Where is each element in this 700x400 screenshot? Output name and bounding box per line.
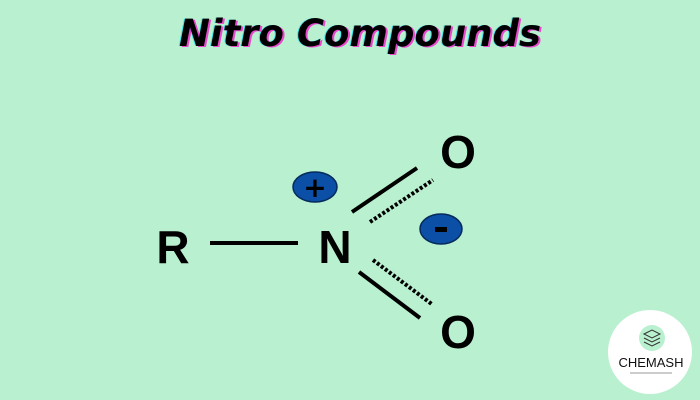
page-title: Nitro Compounds [178,12,542,55]
bond-n-o-top-solid [350,166,419,214]
stacked-layers-icon [642,329,662,347]
chemash-logo: CHEMASH [608,310,692,394]
bond-n-o-bottom-solid [357,270,422,320]
bond-n-o-top-dashed [368,178,435,224]
bond-n-o-bottom-dashed [371,258,435,307]
atom-o-top: O [440,126,476,178]
plus-sign: + [303,171,326,204]
logo-name: CHEMASH [618,355,683,370]
positive-charge: + [292,171,338,204]
negative-charge [419,213,463,245]
atom-r: R [156,221,189,273]
atom-o-bottom: O [440,306,476,358]
minus-sign [435,227,447,232]
atom-n: N [318,221,351,273]
